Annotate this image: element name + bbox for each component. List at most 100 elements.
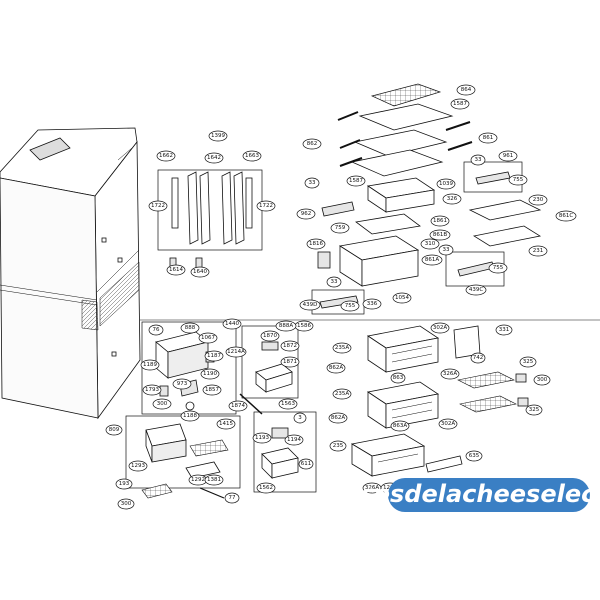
svg-text:331: 331 (499, 327, 510, 333)
svg-text:888: 888 (185, 325, 196, 331)
svg-text:1663: 1663 (245, 153, 259, 159)
callout: 302A (438, 418, 458, 430)
callout: 862A (328, 412, 348, 424)
svg-text:1861: 1861 (433, 218, 447, 224)
svg-text:809: 809 (109, 427, 120, 433)
callout: 77 (224, 492, 240, 504)
lower-parts (125, 415, 241, 499)
svg-text:302A: 302A (441, 421, 455, 427)
callout: 1189 (140, 359, 160, 371)
svg-text:439C: 439C (469, 287, 483, 293)
svg-text:1194: 1194 (287, 437, 301, 443)
callout: 961 (498, 150, 518, 162)
svg-text:1874: 1874 (231, 403, 245, 409)
svg-text:300: 300 (157, 401, 168, 407)
callout: 635 (465, 450, 483, 462)
callout: 325 (525, 404, 543, 416)
svg-text:1722: 1722 (259, 203, 273, 209)
svg-text:861A: 861A (425, 257, 439, 263)
callout: 1415 (216, 418, 236, 430)
svg-text:439D: 439D (303, 302, 318, 308)
callout: 1861 (430, 215, 450, 227)
svg-text:300: 300 (537, 377, 548, 383)
svg-text:961: 961 (503, 153, 514, 159)
svg-text:755: 755 (493, 265, 504, 271)
svg-text:1399: 1399 (211, 133, 225, 139)
callout: 863 (390, 372, 406, 384)
callout: 1293 (128, 460, 148, 472)
svg-text:1440: 1440 (225, 321, 239, 327)
svg-text:863: 863 (393, 375, 404, 381)
callout: 235A (332, 342, 352, 354)
callout: 1563 (278, 398, 298, 410)
svg-text:1870: 1870 (263, 333, 277, 339)
callout: 326 (442, 193, 462, 205)
callout: 861B (429, 229, 451, 241)
svg-text:759: 759 (335, 225, 346, 231)
svg-text:1614: 1614 (169, 267, 183, 273)
callout: 862A (326, 362, 346, 374)
door-liner-parts (157, 169, 263, 271)
svg-text:77: 77 (229, 495, 236, 501)
callout: 33 (438, 244, 454, 256)
svg-text:3: 3 (298, 415, 302, 421)
svg-text:1415: 1415 (219, 421, 233, 427)
svg-text:1187: 1187 (207, 353, 221, 359)
callout: 331 (495, 324, 513, 336)
callout: 231 (528, 245, 548, 257)
callout: 310 (420, 238, 440, 250)
callout-labels: 864 1587 862 861 1587 33 961 755 1039 33… (105, 84, 577, 510)
callout: 235 (329, 440, 347, 452)
svg-text:1190: 1190 (203, 371, 217, 377)
svg-text:235A: 235A (335, 345, 349, 351)
svg-text:861B: 861B (433, 232, 447, 238)
callout: 1857 (202, 384, 222, 396)
callout: 1586 (294, 320, 314, 332)
callout: 33 (326, 276, 342, 288)
svg-text:1586: 1586 (297, 323, 311, 329)
svg-text:1193: 1193 (255, 435, 269, 441)
svg-text:310: 310 (425, 241, 436, 247)
callout: 759 (330, 222, 350, 234)
svg-text:230: 230 (533, 197, 544, 203)
svg-text:235: 235 (333, 443, 344, 449)
svg-text:611: 611 (301, 461, 312, 467)
callout: 1663 (242, 150, 262, 162)
svg-text:1587: 1587 (453, 101, 467, 107)
callout: 1872 (280, 340, 300, 352)
callout: 1816 (306, 238, 326, 250)
callout: 861A (421, 254, 443, 266)
callout: 336 (362, 298, 382, 310)
callout: 1187 (204, 350, 224, 362)
callout: 863A (390, 420, 410, 432)
svg-text:193: 193 (119, 481, 130, 487)
callout: 1188 (180, 410, 200, 422)
svg-text:742: 742 (473, 355, 484, 361)
svg-text:302A: 302A (433, 325, 447, 331)
svg-text:1054: 1054 (395, 295, 409, 301)
svg-text:33: 33 (309, 180, 316, 186)
svg-text:1640: 1640 (193, 269, 207, 275)
svg-text:861C: 861C (559, 213, 573, 219)
svg-text:1293: 1293 (131, 463, 145, 469)
svg-text:862: 862 (307, 141, 318, 147)
svg-text:862A: 862A (331, 415, 345, 421)
callout: 235A (332, 388, 352, 400)
svg-text:1857: 1857 (205, 387, 219, 393)
callout: 861 (478, 132, 498, 144)
svg-text:76: 76 (153, 327, 160, 333)
svg-text:1587: 1587 (349, 178, 363, 184)
svg-text:325: 325 (529, 407, 540, 413)
svg-text:336: 336 (367, 301, 378, 307)
svg-text:1816: 1816 (309, 241, 323, 247)
svg-text:1189: 1189 (143, 362, 157, 368)
callout: 439D (299, 299, 321, 311)
callout: 1874 (228, 400, 248, 412)
svg-text:1067: 1067 (201, 335, 215, 341)
svg-text:1292: 1292 (191, 477, 205, 483)
callout: 1194 (284, 434, 304, 446)
callout: 439C (465, 284, 487, 296)
callout: 3 (293, 412, 307, 424)
svg-text:1563: 1563 (281, 401, 295, 407)
